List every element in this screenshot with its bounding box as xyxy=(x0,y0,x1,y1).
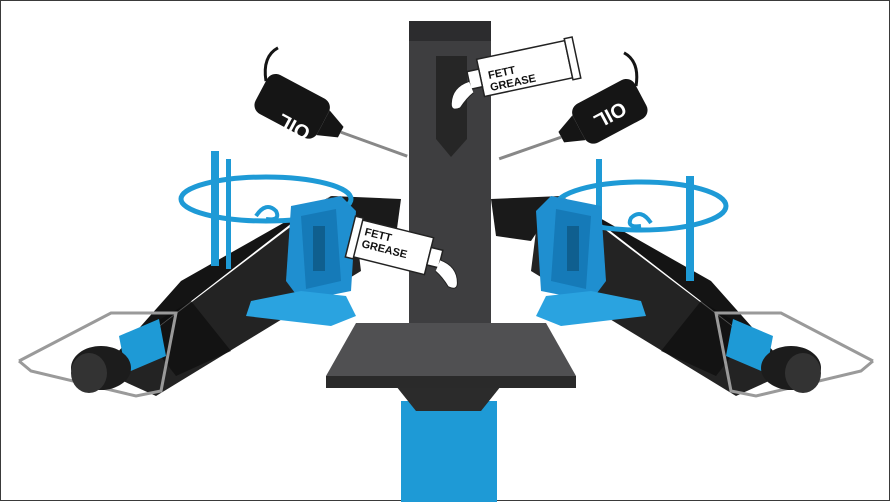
blue-base-post xyxy=(401,401,497,502)
column-top xyxy=(409,21,491,41)
oil-can-icon xyxy=(243,46,424,184)
base-plate-top xyxy=(326,323,576,376)
base-plate-edge xyxy=(326,376,576,388)
